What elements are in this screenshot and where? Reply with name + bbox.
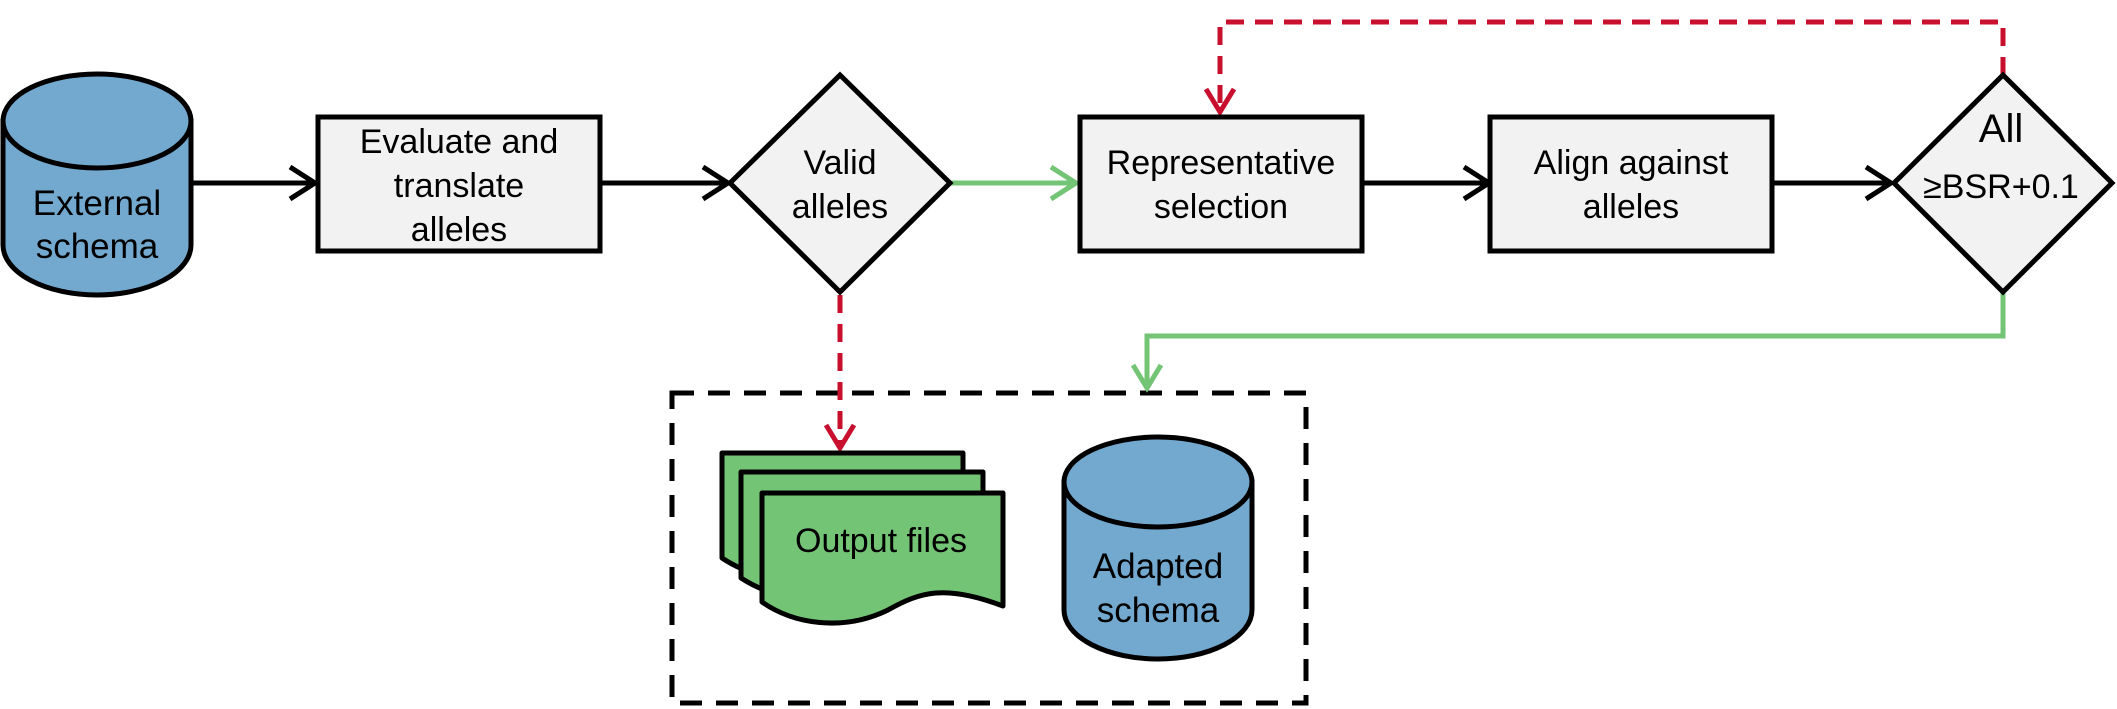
align-label-line1: Align against — [1534, 144, 1729, 182]
edge-representative-to-align — [1363, 164, 1494, 202]
output-group-container — [669, 390, 1309, 706]
adapted-schema-label-line1: Adapted — [1093, 547, 1223, 586]
bsr-check-label-line2: ≥BSR+0.1 — [1923, 168, 2079, 206]
output-files-label: Output files — [795, 522, 967, 560]
edge-evaluate-to-valid — [600, 164, 733, 202]
bsr-check-node: All ≥BSR+0.1 — [1890, 71, 2116, 296]
edge-external-to-evaluate — [190, 164, 320, 202]
external-schema-node: External schema — [0, 71, 194, 298]
bsr-check-label-line1: All — [1979, 107, 2023, 151]
evaluate-translate-node: Evaluate and translate alleles — [315, 114, 603, 254]
adapted-schema-label-line2: schema — [1097, 591, 1220, 630]
evaluate-label-line1: Evaluate and — [360, 123, 559, 161]
external-schema-label-line1: External — [33, 184, 161, 223]
representative-label-line2: selection — [1154, 188, 1288, 226]
output-files-node: Output files — [719, 450, 1006, 626]
edge-bsr-loop-back — [1203, 19, 2006, 117]
evaluate-label-line2: translate — [394, 167, 524, 205]
edge-bsr-to-adapted — [1130, 292, 2006, 393]
edge-valid-to-representative — [950, 164, 1081, 202]
edge-align-to-bsr — [1772, 164, 1896, 202]
align-against-alleles-node: Align against alleles — [1487, 114, 1775, 254]
external-schema-label-line2: schema — [36, 227, 159, 266]
valid-alleles-node: Valid alleles — [726, 71, 954, 296]
adapted-schema-node: Adapted schema — [1061, 434, 1255, 662]
representative-label-line1: Representative — [1107, 144, 1336, 182]
valid-alleles-label-line2: alleles — [792, 188, 888, 226]
edge-valid-to-output — [823, 295, 857, 453]
representative-selection-node: Representative selection — [1077, 114, 1365, 254]
align-label-line2: alleles — [1583, 188, 1679, 226]
valid-alleles-label-line1: Valid — [803, 144, 876, 182]
evaluate-label-line3: alleles — [411, 211, 507, 249]
